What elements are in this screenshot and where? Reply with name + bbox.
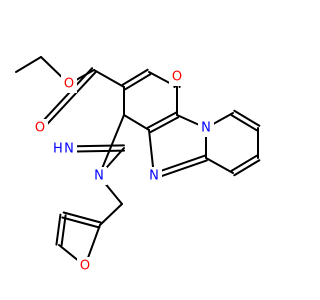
bond-10: [149, 116, 180, 134]
atom-n-ring-3: N: [201, 121, 211, 136]
bond-6: [121, 68, 149, 86]
bond-37: [60, 214, 67, 247]
bond-22: [233, 109, 261, 127]
atom-labels: O O O O N H N N N: [32, 68, 214, 275]
bond-0: [15, 56, 42, 73]
bond-36: [55, 213, 62, 246]
bond-30: [68, 149, 126, 153]
bond-11: [146, 111, 177, 129]
atom-n-ring-1: N: [94, 169, 104, 184]
bond-12: [123, 114, 150, 131]
atom-h-imine: H: [53, 142, 63, 157]
bonds: [15, 56, 261, 267]
atom-n-ring-2: N: [149, 169, 159, 184]
bond-33: [99, 203, 123, 226]
bond-38: [62, 211, 102, 224]
bond-26: [230, 154, 258, 172]
atom-o-ketone: O: [172, 70, 182, 85]
atom-o-furan: O: [80, 259, 90, 274]
bond-3: [40, 70, 97, 131]
molecule-structure: O O O O N H N N N: [15, 56, 261, 275]
atom-o-ester: O: [64, 77, 74, 92]
atom-o-ester-carbonyl: O: [35, 121, 45, 136]
bond-23: [230, 114, 258, 132]
bond-31: [67, 144, 125, 148]
bond-39: [61, 216, 101, 229]
bond-19: [153, 159, 208, 180]
bond-27: [205, 157, 234, 174]
bond-25: [233, 159, 261, 177]
atom-n-imine: N: [64, 142, 74, 157]
bond-7: [124, 73, 152, 91]
bond-4: [37, 67, 94, 128]
bond-5: [93, 69, 125, 88]
